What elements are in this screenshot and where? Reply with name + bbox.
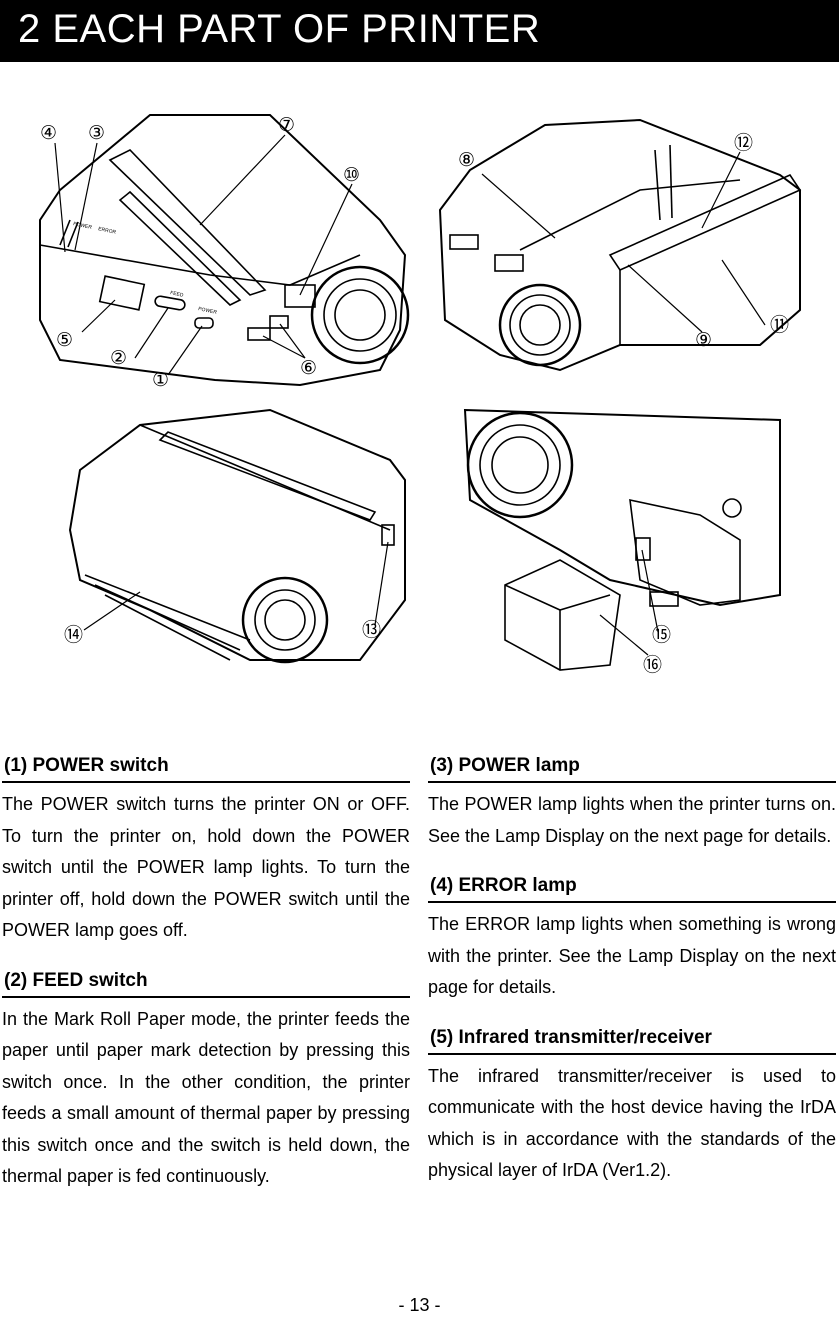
section-heading: (5) Infrared transmitter/receiver: [428, 1024, 836, 1055]
left-column: (1) POWER switch The POWER switch turns …: [2, 752, 410, 1213]
right-column: (3) POWER lamp The POWER lamp lights whe…: [428, 752, 836, 1207]
section-title-bar: 2 EACH PART OF PRINTER: [0, 0, 839, 62]
printer-battery-view: [463, 408, 781, 671]
callout-14: ⑭: [64, 625, 84, 646]
callout-9: ⑨: [695, 330, 713, 351]
callout-leader-lines: [54, 134, 766, 656]
section-error-lamp: (4) ERROR lamp The ERROR lamp lights whe…: [428, 872, 836, 1004]
printed-label-power: POWER: [73, 221, 93, 231]
section-body: The POWER lamp lights when the printer t…: [428, 794, 836, 846]
callout-8: ⑧: [458, 150, 476, 171]
callout-11: ⑪: [770, 315, 790, 336]
callout-12: ⑫: [734, 133, 754, 154]
printer-front-view: [39, 114, 410, 387]
callout-7: ⑦: [278, 115, 296, 136]
printed-label-power-2: POWER: [198, 306, 218, 316]
printer-parts-figure: POWER ERROR FEED POWER ④ ③ ⑦ ⑩ ⑤ ② ① ⑥ ⑧…: [0, 80, 839, 680]
callout-1: ①: [152, 370, 170, 391]
section-feed-switch: (2) FEED switch In the Mark Roll Paper m…: [2, 967, 410, 1193]
printer-open-view: [438, 118, 802, 372]
section-heading: (2) FEED switch: [2, 967, 410, 998]
section-heading: (4) ERROR lamp: [428, 872, 836, 903]
callout-10: ⑩: [343, 165, 361, 186]
section-infrared: (5) Infrared transmitter/receiver The in…: [428, 1024, 836, 1187]
section-body: In the Mark Roll Paper mode, the printer…: [2, 1008, 410, 1187]
section-power-switch: (1) POWER switch The POWER switch turns …: [2, 752, 410, 947]
section-body: The POWER switch turns the printer ON or…: [2, 794, 410, 940]
callout-5: ⑤: [56, 330, 74, 351]
callout-13: ⑬: [362, 620, 382, 641]
section-body: The infrared transmitter/receiver is use…: [428, 1065, 836, 1181]
section-title: 2 EACH PART OF PRINTER: [18, 7, 541, 51]
printer-rear-view: [68, 408, 406, 664]
printed-label-feed: FEED: [170, 290, 185, 299]
callout-15: ⑮: [652, 625, 672, 646]
callout-16: ⑯: [643, 655, 663, 676]
callout-6: ⑥: [300, 358, 318, 379]
page-number: - 13 -: [398, 1295, 441, 1315]
section-heading: (1) POWER switch: [2, 752, 410, 783]
section-heading: (3) POWER lamp: [428, 752, 836, 783]
callout-3: ③: [88, 123, 106, 144]
printer-illustrations: POWER ERROR FEED POWER: [39, 114, 802, 671]
printed-label-error: ERROR: [98, 226, 117, 236]
callout-2: ②: [110, 348, 128, 369]
callout-4: ④: [40, 123, 58, 144]
section-body: The ERROR lamp lights when something is …: [428, 914, 836, 997]
section-power-lamp: (3) POWER lamp The POWER lamp lights whe…: [428, 752, 836, 852]
